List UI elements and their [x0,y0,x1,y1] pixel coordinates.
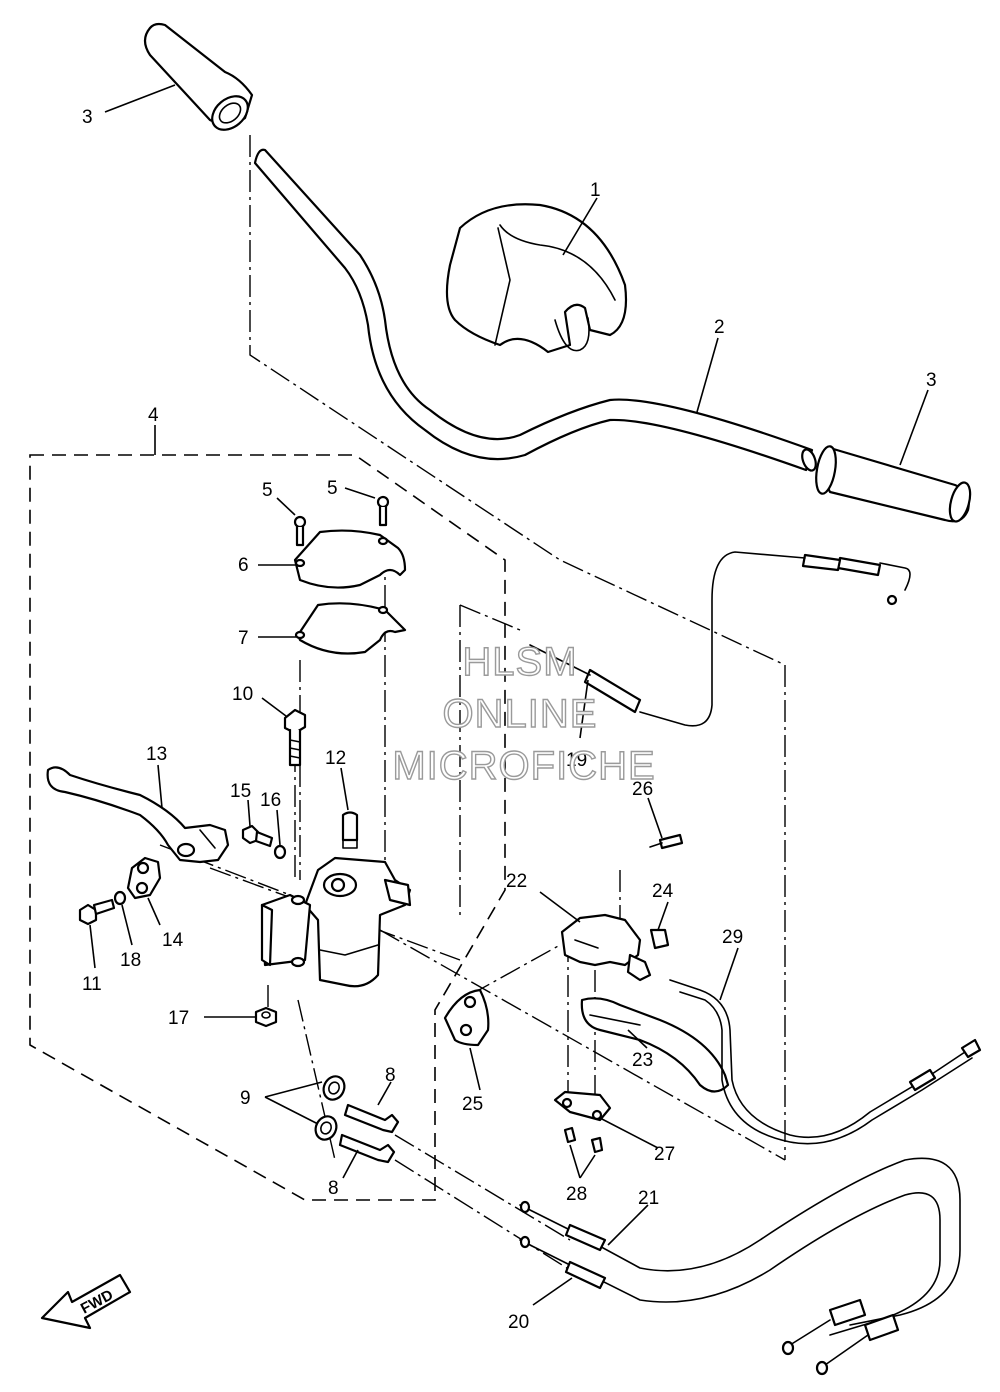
callout-20-cable: 20 [508,1312,529,1333]
callout-26-screw: 26 [632,779,653,800]
callout-22-perch: 22 [506,871,527,892]
cover-gasket [294,602,407,655]
callout-25-clamp: 25 [462,1094,483,1115]
clutch-cable [669,979,982,1145]
callout-29-cable: 29 [722,927,743,948]
callout-7-gasket: 7 [238,628,249,649]
clutch-perch [560,833,684,982]
handlebar [253,148,817,472]
brake-cables [519,1157,961,1376]
callout-15-bolt: 15 [230,781,251,802]
switch-lead [529,551,911,727]
callout-13-lever: 13 [146,744,167,765]
callout-21-cable: 21 [638,1188,659,1209]
callout-3-right-grip: 3 [926,370,937,391]
watermark-line-2: ONLINE [443,692,598,736]
small-hardware [78,824,287,1028]
callout-2-handlebar: 2 [714,317,725,338]
callout-9-washer: 9 [240,1088,251,1109]
callout-28-screws: 28 [566,1184,587,1205]
clutch-lever [580,997,730,1093]
callout-12-bolt: 12 [325,748,346,769]
handlebar-pad [445,203,628,354]
callout-24-bolt: 24 [652,881,674,902]
fwd-arrow-marker: FWD [40,1273,132,1330]
callout-17-nut: 17 [168,1008,189,1029]
callout-1-pad: 1 [590,180,601,201]
callout-3-left-grip: 3 [82,107,93,128]
watermark-line-1: HLSM [462,640,577,684]
callout-6-cover: 6 [238,555,249,576]
clutch-plate [553,1090,612,1154]
callout-10-bolt: 10 [232,684,253,705]
leader-lines [89,84,929,1306]
callout-8-screw-upper: 8 [385,1065,396,1086]
callout-8-screw-lower: 8 [328,1178,339,1199]
callout-4-assembly: 4 [148,405,159,426]
lever-bracket [126,856,162,900]
callout-18-collar: 18 [120,950,141,971]
banjo-hardware [314,1075,400,1164]
callout-14-bracket: 14 [162,930,184,951]
top-cover [293,529,407,589]
left-grip [143,22,254,131]
watermark: HLSM ONLINE MICROFICHE [392,639,656,788]
assembly-outline [29,454,506,1201]
callout-5-screw-left: 5 [262,480,273,501]
callout-numbers: 3 1 2 3 4 5 5 6 7 10 12 13 15 16 14 18 1… [82,107,937,1333]
callout-27-plate: 27 [654,1144,675,1165]
brake-lever [46,766,230,864]
screws-5 [293,495,390,547]
master-cylinder [260,856,412,988]
right-grip [815,445,972,523]
bolts [283,708,359,849]
callout-16-nut: 16 [260,790,281,811]
clutch-clamp [443,988,490,1047]
callout-19-lead: 19 [566,750,587,771]
callout-5-screw-right: 5 [327,478,338,499]
callout-23-lever: 23 [632,1050,653,1071]
callout-11-bolt: 11 [82,974,102,995]
watermark-line-3: MICROFICHE [392,744,655,788]
